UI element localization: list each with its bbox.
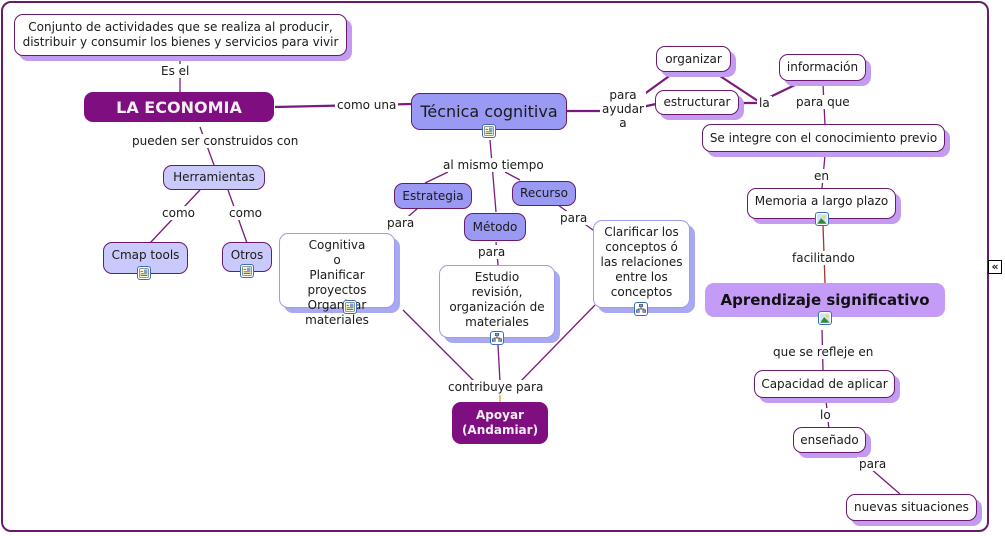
node-text: Aprendizaje significativo (720, 290, 930, 309)
node-text: Herramientas (173, 170, 255, 184)
node-text: Capacidad de aplicar (761, 376, 888, 391)
collapse-panel-button[interactable]: « (988, 260, 1002, 274)
node-organizar[interactable]: organizar (656, 46, 731, 72)
node-metodo[interactable]: Método (464, 213, 526, 241)
link-label: que se refleje en (771, 345, 876, 359)
node-text: Clarificar los conceptos ó las relacione… (600, 225, 683, 299)
link-label: como (227, 206, 264, 220)
node-definicion[interactable]: Conjunto de actividades que se realiza a… (14, 14, 347, 56)
link-label: para que (794, 95, 852, 109)
document-icon[interactable] (482, 124, 496, 138)
link-label: para (385, 216, 417, 230)
node-text: Memoria a largo plazo (754, 194, 889, 208)
node-text: información (786, 60, 859, 74)
node-text: Recurso (520, 186, 568, 200)
node-text: Otros (230, 248, 264, 262)
node-text: Conjunto de actividades que se realiza a… (22, 20, 339, 49)
node-text: enseñado (800, 432, 859, 447)
concept-map-icon[interactable] (634, 302, 648, 316)
link-label: facilitando (790, 251, 857, 265)
node-clarificar[interactable]: Clarificar los conceptos ó las relacione… (593, 220, 690, 308)
document-icon[interactable] (343, 300, 357, 314)
node-estructurar[interactable]: estructurar (655, 90, 739, 115)
link-label: en (812, 169, 831, 183)
node-text: Método (472, 219, 518, 234)
node-tecnica-cognitiva[interactable]: Técnica cognitiva (411, 93, 567, 130)
image-icon[interactable] (815, 212, 829, 226)
document-icon[interactable] (137, 266, 151, 280)
link-label: como una (335, 98, 399, 112)
link-label: para (476, 245, 508, 259)
node-estrategia[interactable]: Estrategia (394, 183, 472, 209)
node-integre[interactable]: Se integre con el conocimiento previo (702, 124, 945, 152)
node-text: Estrategia (402, 188, 464, 203)
node-herramientas[interactable]: Herramientas (163, 165, 265, 190)
link-label: para ayudar a (600, 88, 646, 130)
node-text: LA ECONOMIA (116, 97, 242, 117)
link-label: para (558, 211, 590, 225)
concept-map-icon[interactable] (490, 331, 504, 345)
node-capacidad[interactable]: Capacidad de aplicar (754, 370, 895, 398)
node-text: Técnica cognitiva (420, 102, 558, 121)
node-text: Se integre con el conocimiento previo (709, 130, 938, 145)
link-label: pueden ser construidos con (130, 134, 301, 148)
node-ensenado[interactable]: enseñado (793, 427, 866, 453)
link-label: contribuye para (446, 380, 546, 394)
document-icon[interactable] (240, 264, 254, 278)
link-label: al mismo tiempo (441, 158, 546, 172)
node-text: nuevas situaciones (854, 500, 969, 514)
link-label: para (857, 457, 889, 471)
node-text: Cmap tools (111, 248, 180, 262)
node-recurso[interactable]: Recurso (512, 181, 576, 206)
link-label: lo (818, 408, 833, 422)
node-apoyar[interactable]: Apoyar (Andamiar) (452, 402, 548, 444)
node-estudio[interactable]: Estudio revisión, organización de materi… (439, 265, 555, 338)
link-label: como (160, 206, 197, 220)
link-label: Es el (159, 64, 192, 78)
node-text: Estudio revisión, organización de materi… (449, 270, 545, 329)
image-icon[interactable] (818, 311, 832, 325)
node-nuevas[interactable]: nuevas situaciones (846, 494, 977, 521)
node-economia[interactable]: LA ECONOMIA (84, 92, 274, 122)
node-text: organizar (665, 51, 722, 66)
link-label: la (757, 96, 772, 110)
node-text: Apoyar (Andamiar) (461, 408, 539, 437)
node-cognitiva[interactable]: Cognitiva o Planificar proyectos Organiz… (279, 233, 395, 327)
node-text: Cognitiva o Planificar proyectos Organiz… (305, 238, 369, 327)
node-informacion[interactable]: información (779, 54, 866, 81)
node-text: estructurar (663, 95, 731, 109)
